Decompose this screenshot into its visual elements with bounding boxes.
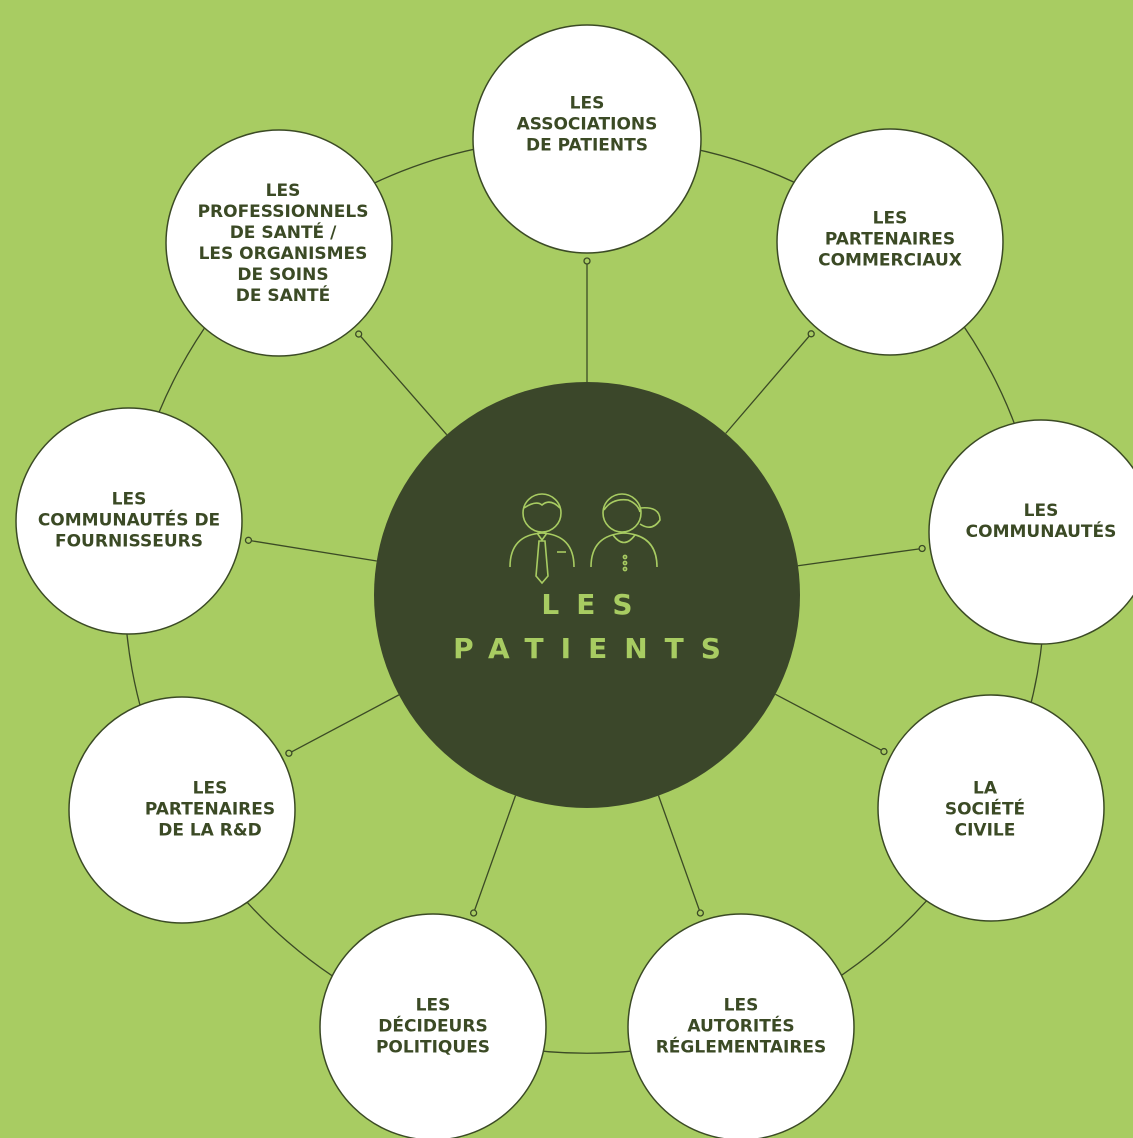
spoke-end-dot (880, 747, 888, 756)
spoke-line (725, 333, 812, 434)
node-circle-autorites (627, 913, 855, 1138)
node-circle-fournisseurs (15, 407, 243, 635)
spoke-end-dot (807, 330, 815, 338)
node-circle-decideurs (319, 913, 547, 1138)
spoke-line (657, 795, 701, 914)
node-label-communautes: LES COMMUNAUTÉS (965, 501, 1117, 542)
node-label-partenaires-rd: LES PARTENAIRES DE LA R&D (144, 778, 276, 841)
spoke-end-dot (583, 257, 591, 265)
center-label-line2: PATIENTS (453, 632, 738, 665)
patients-icon (509, 493, 661, 585)
spoke-end-dot (355, 330, 363, 338)
stakeholder-nodes (15, 24, 1133, 1138)
node-circle-communautes (928, 419, 1133, 645)
spoke-line (473, 795, 517, 914)
node-label-associations: LES ASSOCIATIONS DE PATIENTS (516, 93, 658, 156)
center-circle (374, 382, 800, 808)
node-circle-professionnels (165, 129, 393, 357)
spoke-line (358, 333, 448, 436)
center-label-line1: LES (541, 588, 650, 621)
spokes (244, 257, 926, 917)
node-circle-societe-civile (877, 694, 1105, 922)
node-label-autorites: LES AUTORITÉS RÉGLEMENTAIRES (655, 995, 827, 1058)
node-circle-associations (472, 24, 702, 254)
node-label-fournisseurs: LES COMMUNAUTÉS DE FOURNISSEURS (37, 489, 221, 552)
center-label: LES PATIENTS (453, 583, 721, 671)
node-label-professionnels: LES PROFESSIONNELS DE SANTÉ / LES ORGANI… (197, 181, 369, 306)
spoke-end-dot (696, 909, 705, 917)
node-label-decideurs: LES DÉCIDEURS POLITIQUES (375, 995, 491, 1058)
spoke-line (248, 539, 377, 562)
node-label-partenaires-commerciaux: LES PARTENAIRES COMMERCIAUX (818, 208, 962, 271)
spoke-line (288, 694, 400, 754)
node-circle-partenaires-rd (68, 696, 296, 924)
spoke-end-dot (469, 909, 478, 917)
node-label-societe-civile: LA SOCIÉTÉ CIVILE (944, 778, 1026, 841)
node-circle-partenaires-commerciaux (776, 128, 1004, 356)
spoke-line (775, 693, 885, 753)
spoke-end-dot (918, 544, 926, 553)
spoke-line (797, 547, 923, 567)
spoke-end-dot (285, 749, 293, 757)
spoke-end-dot (244, 536, 253, 544)
